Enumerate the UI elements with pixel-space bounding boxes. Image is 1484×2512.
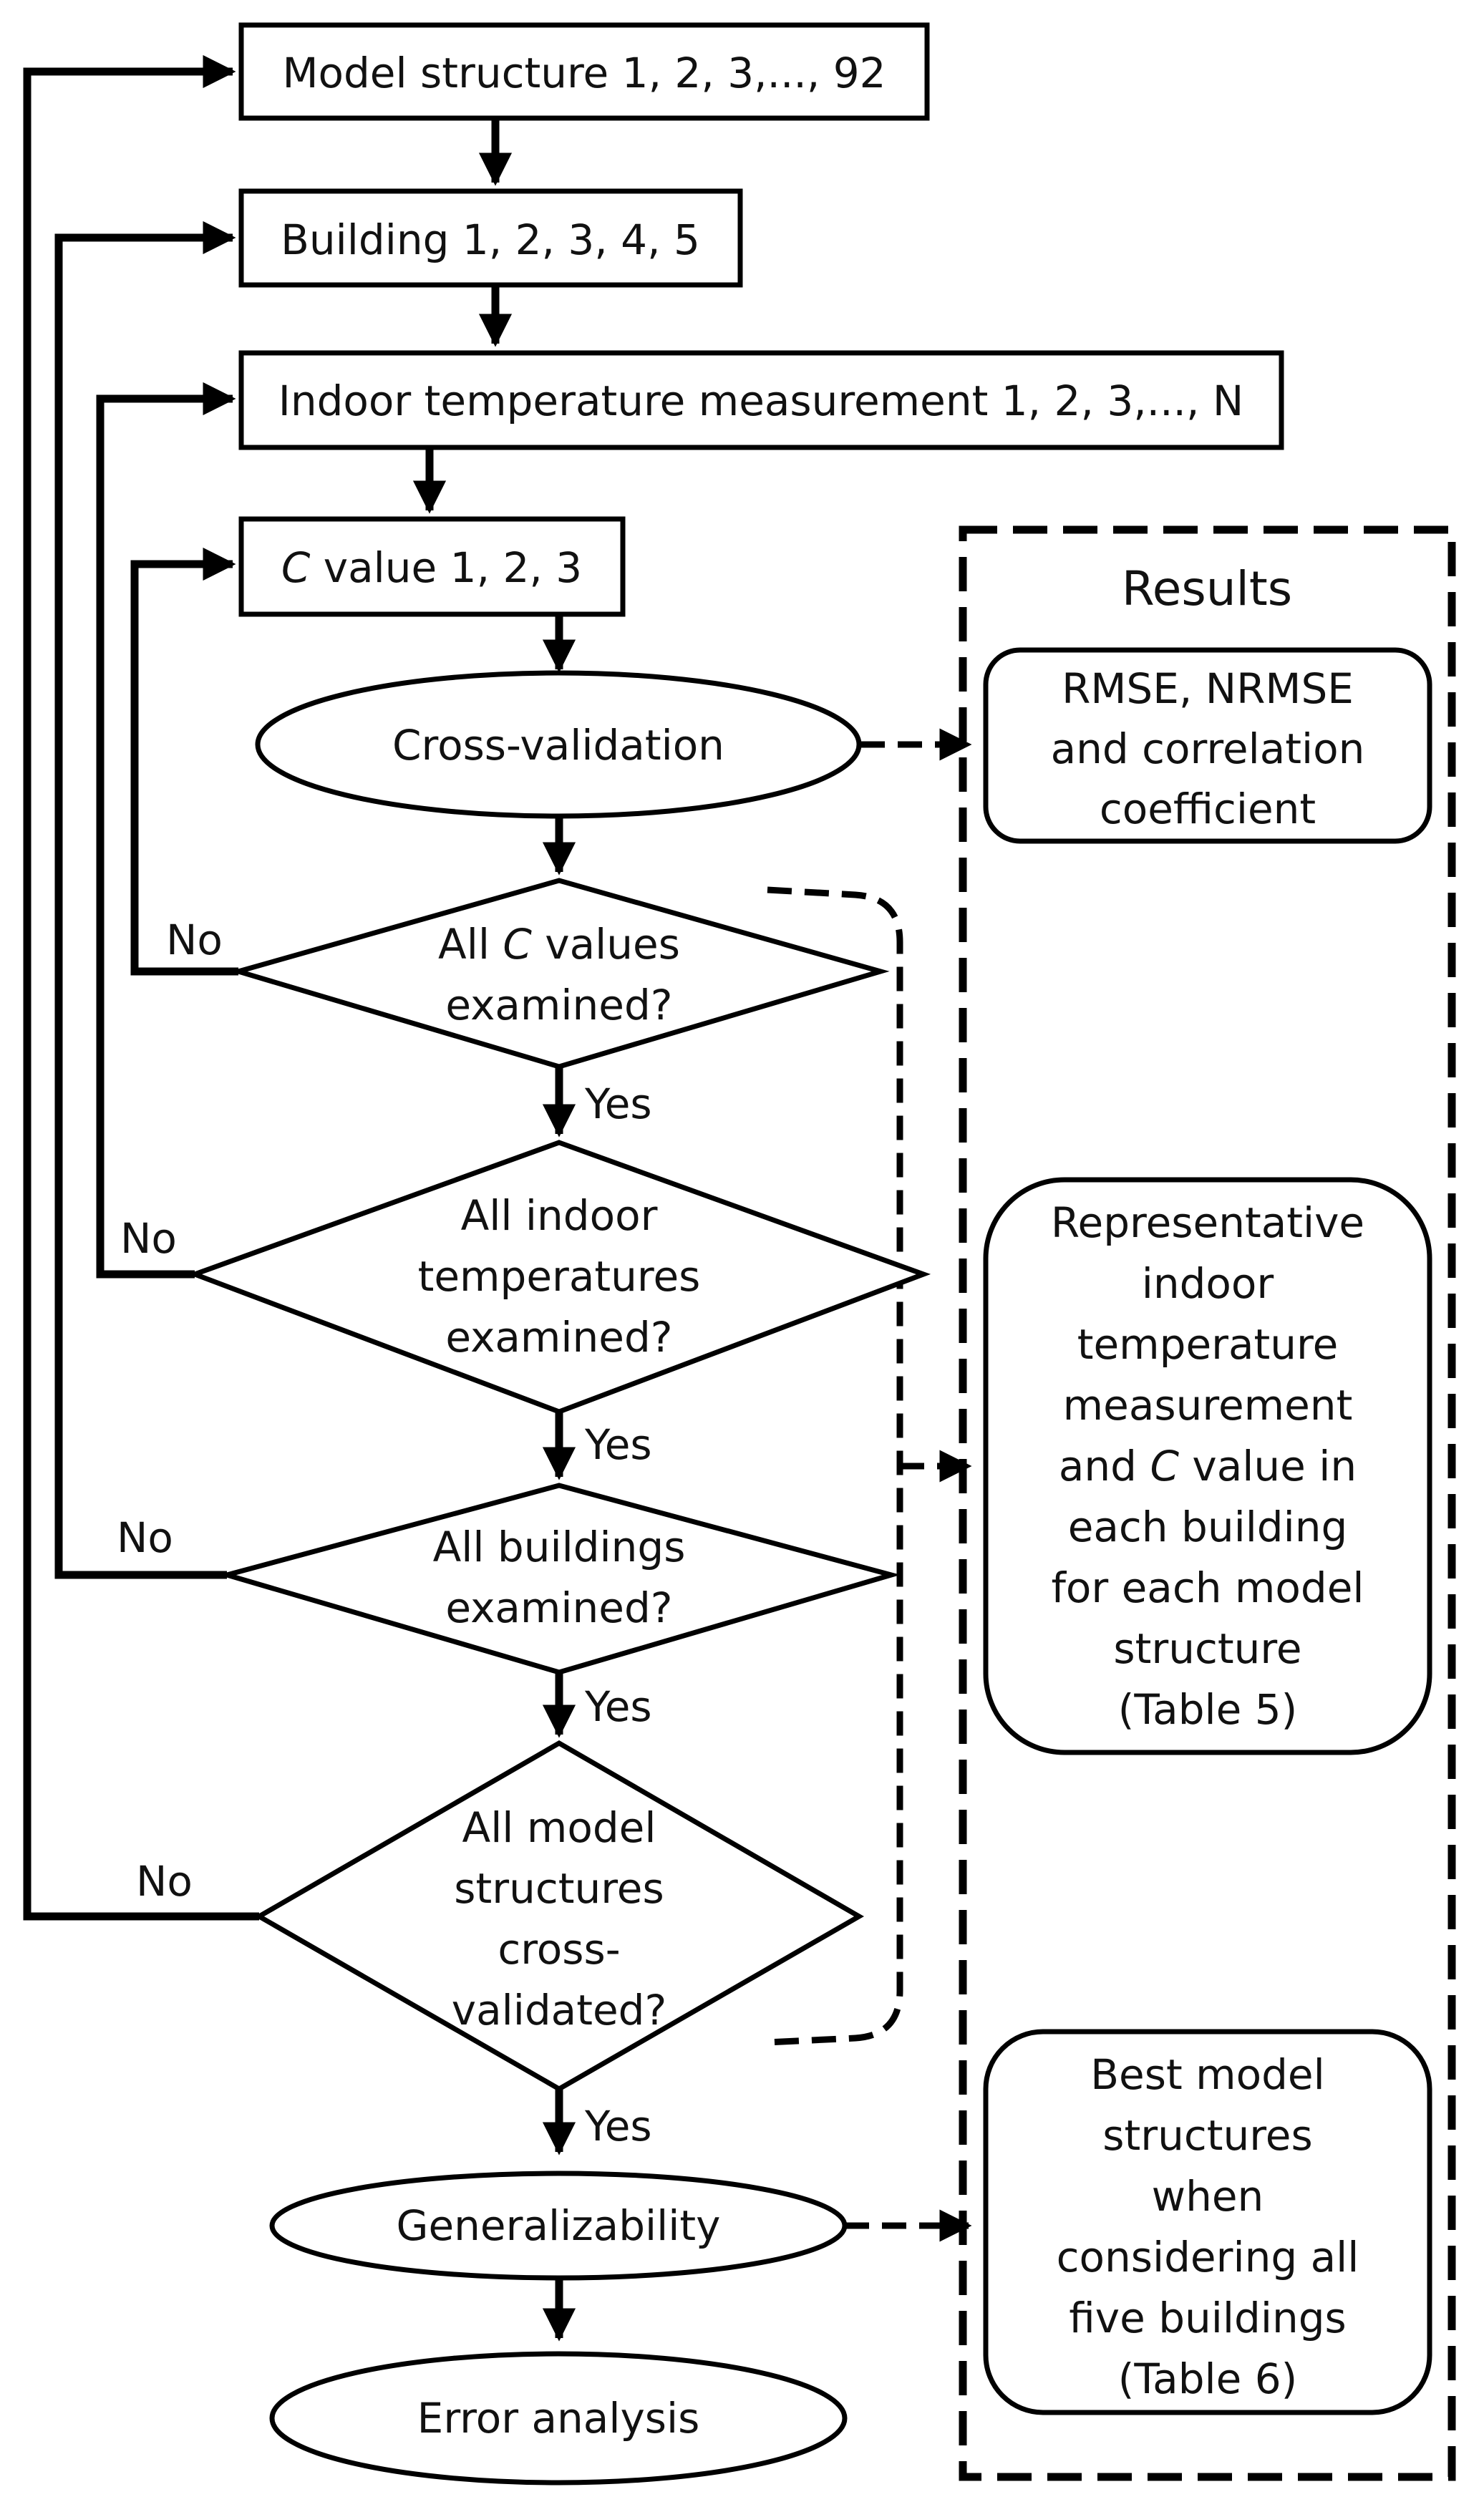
svg-text:structures: structures: [454, 1864, 664, 1913]
result-box-best-models: Best model structures when considering a…: [983, 2029, 1432, 2415]
label-no-c-values: No: [166, 916, 223, 964]
svg-text:five buildings: five buildings: [1069, 2294, 1347, 2342]
svg-text:All model: All model: [462, 1803, 656, 1852]
svg-text:and correlation: and correlation: [1051, 724, 1365, 773]
svg-text:examined?: examined?: [445, 1313, 672, 1362]
svg-text:cross-: cross-: [498, 1925, 620, 1974]
decision-indoor-temperatures: All indoor temperatures examined?: [187, 1140, 931, 1415]
svg-text:(Table 6): (Table 6): [1118, 2355, 1298, 2403]
label-yes-indoor: Yes: [584, 1420, 652, 1469]
svg-text:RMSE, NRMSE: RMSE, NRMSE: [1062, 664, 1354, 713]
svg-text:considering all: considering all: [1057, 2233, 1359, 2281]
svg-text:Indoor temperature measurement: Indoor temperature measurement 1, 2, 3,.…: [278, 377, 1243, 425]
svg-text:Cross-validation: Cross-validation: [392, 721, 724, 770]
building-box: Building 1, 2, 3, 4, 5: [238, 188, 743, 288]
svg-text:Model structure 1, 2, 3,..., 9: Model structure 1, 2, 3,..., 92: [282, 49, 886, 97]
label-yes-models: Yes: [584, 2102, 652, 2150]
decision-buildings: All buildings examined?: [218, 1483, 901, 1675]
c-value-box: C value 1, 2, 3: [238, 516, 626, 617]
loop-no-indoor: [96, 382, 236, 1279]
svg-text:for each model: for each model: [1051, 1563, 1364, 1612]
label-yes-buildings: Yes: [584, 1682, 652, 1731]
svg-text:validated?: validated?: [452, 1986, 666, 2035]
error-analysis-ellipse: Error analysis: [269, 2351, 848, 2486]
result-box-representative: Representative indoor temperature measur…: [983, 1177, 1432, 1755]
svg-text:measurement: measurement: [1063, 1381, 1353, 1430]
indoor-measurement-box: Indoor temperature measurement 1, 2, 3,.…: [238, 350, 1284, 450]
decision-model-structures: All model structures cross- validated?: [253, 1740, 865, 2092]
model-structure-box: Model structure 1, 2, 3,..., 92: [238, 22, 930, 121]
svg-text:temperature: temperature: [1077, 1320, 1339, 1369]
decision-c-values: All C values examined?: [229, 878, 890, 1070]
results-frame: [959, 525, 1456, 2481]
svg-text:each building: each building: [1068, 1503, 1348, 1551]
svg-text:and C value in: and C value in: [1059, 1442, 1357, 1490]
dashed-bracket: [767, 886, 903, 2046]
svg-text:Error analysis: Error analysis: [417, 2394, 700, 2443]
generalizability-ellipse: Generalizability: [269, 2171, 848, 2281]
svg-text:Generalizability: Generalizability: [397, 2201, 721, 2250]
svg-text:Best model: Best model: [1090, 2050, 1324, 2099]
svg-text:temperatures: temperatures: [418, 1252, 701, 1301]
svg-text:Building 1, 2, 3, 4, 5: Building 1, 2, 3, 4, 5: [281, 215, 700, 264]
label-no-models: No: [136, 1857, 193, 1906]
svg-text:C value 1, 2, 3: C value 1, 2, 3: [281, 543, 582, 592]
cross-validation-ellipse: Cross-validation: [255, 670, 862, 819]
svg-text:structures: structures: [1102, 2111, 1312, 2160]
label-yes-c-values: Yes: [584, 1080, 652, 1128]
label-no-buildings: No: [117, 1513, 173, 1562]
svg-text:All C values: All C values: [438, 920, 680, 969]
svg-text:(Table 5): (Table 5): [1118, 1685, 1298, 1734]
svg-text:All buildings: All buildings: [433, 1523, 686, 1571]
svg-text:when: when: [1152, 2172, 1264, 2221]
results-title: Results: [1122, 561, 1292, 616]
svg-text:Representative: Representative: [1051, 1198, 1364, 1247]
loop-no-buildings: [54, 220, 236, 1579]
svg-text:examined?: examined?: [445, 981, 672, 1029]
svg-text:All indoor: All indoor: [461, 1191, 658, 1240]
loop-no-models: [23, 54, 259, 1921]
svg-text:coefficient: coefficient: [1100, 785, 1316, 833]
result-box-metrics: RMSE, NRMSE and correlation coefficient: [983, 647, 1432, 844]
svg-text:examined?: examined?: [445, 1584, 672, 1632]
label-no-indoor: No: [120, 1214, 177, 1263]
svg-text:indoor: indoor: [1142, 1259, 1274, 1308]
svg-text:structure: structure: [1113, 1624, 1301, 1673]
loop-no-c-values: [130, 547, 238, 976]
